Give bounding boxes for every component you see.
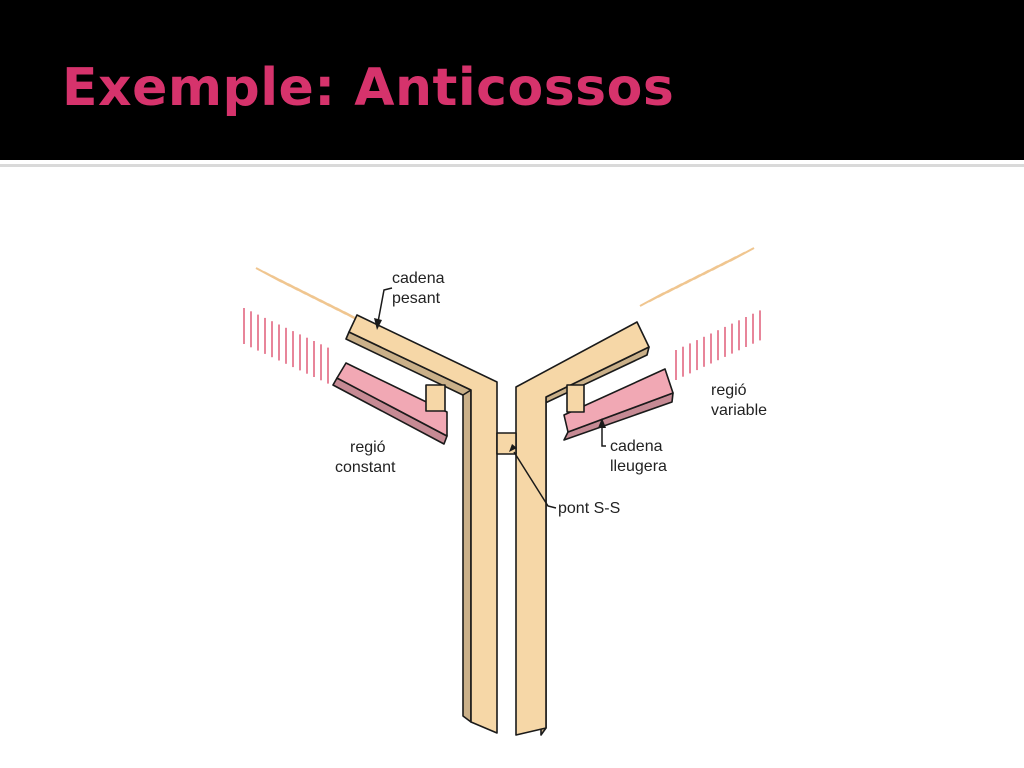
- pointer-heavy-chain: [377, 287, 393, 323]
- arrowhead-disulfide-bridge: [509, 444, 517, 452]
- disulfide-bridge: [496, 432, 517, 455]
- arrowhead-light-chain: [598, 418, 606, 428]
- light-chain-left: [336, 362, 448, 437]
- heavy-chain-left-stem-side: [462, 389, 472, 723]
- light-chain-right: [563, 368, 674, 433]
- label-variable-region-line1: regió: [711, 382, 747, 399]
- label-heavy-chain-line2: pesant: [392, 290, 441, 307]
- header-divider: [0, 164, 1024, 167]
- variable-region-dashes-light-left: [243, 308, 329, 384]
- label-light-chain-line1: cadena: [610, 438, 663, 455]
- variable-region-dashes-heavy-left: [255, 267, 371, 327]
- variable-region-dashes-light-right: [675, 310, 761, 380]
- label-light-chain-line2: lleugera: [610, 458, 667, 475]
- header-bar: [0, 0, 1024, 160]
- heavy-chain-right: [515, 321, 650, 736]
- label-variable-region-line2: variable: [711, 402, 767, 419]
- heavy-chain-left: [348, 314, 498, 734]
- slide-title: Exemple: Anticossos: [62, 58, 675, 118]
- label-constant-region-line1: regió: [350, 439, 386, 456]
- label-constant-region-line2: constant: [335, 459, 396, 476]
- heavy-light-link-left: [425, 384, 446, 412]
- variable-region-dashes-heavy-right: [639, 247, 755, 307]
- label-pointers: [374, 287, 606, 509]
- label-heavy-chain-line1: cadena: [392, 270, 445, 287]
- pointer-light-chain: [601, 424, 606, 447]
- pointer-disulfide-bridge: [513, 451, 557, 509]
- label-disulfide-bridge: pont S-S: [558, 500, 620, 517]
- heavy-light-link-right: [566, 384, 585, 413]
- variable-region-dash: [729, 247, 755, 262]
- arrowhead-heavy-chain: [374, 318, 382, 330]
